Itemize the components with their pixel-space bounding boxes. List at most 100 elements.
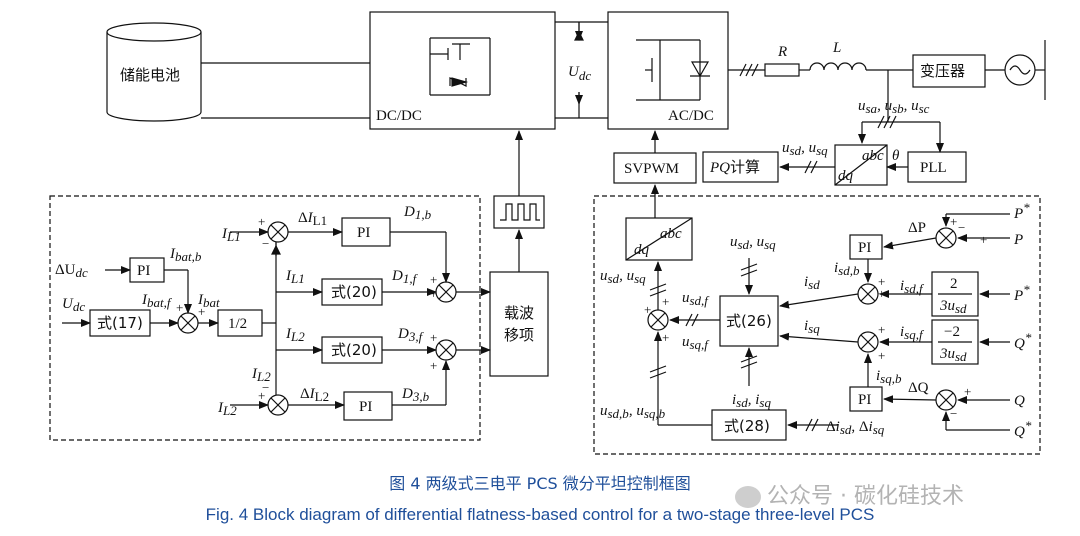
- pi-il2-label: PI: [359, 399, 372, 415]
- isd-isq-label: isd, isq: [732, 392, 771, 410]
- q-label: Q: [1014, 393, 1025, 409]
- ibat-b-label: Ibat,b: [169, 246, 202, 264]
- svg-text:+: +: [878, 348, 885, 363]
- d3b-label: D3,b: [401, 386, 430, 404]
- eq20-label-2: 式(20): [331, 341, 377, 359]
- l-label: L: [832, 40, 841, 56]
- dq-abc-transform-block: [625, 217, 693, 261]
- caption-chinese: 图 4 两级式三电平 PCS 微分平坦控制框图: [389, 474, 691, 493]
- theta-label: θ: [892, 148, 900, 164]
- isq-b-label: isq,b: [876, 368, 902, 386]
- dcdc-control-region: [49, 195, 481, 441]
- wechat-logo-icon: [735, 486, 761, 508]
- p-ref-label-2: P*: [1013, 282, 1030, 304]
- pq-calc-block: [702, 151, 779, 183]
- pi-block-q: [849, 386, 883, 412]
- abc-label: abc: [660, 226, 682, 242]
- half-gain-label: 1/2: [228, 316, 247, 332]
- acdc-label: AC/DC: [668, 108, 714, 124]
- dis-label: Δisd, Δisq: [826, 419, 885, 437]
- eq26-label: 式(26): [726, 312, 772, 330]
- svg-text:+: +: [644, 302, 651, 317]
- r-label: R: [777, 44, 787, 60]
- ibat-f-label: Ibat,f: [141, 292, 173, 310]
- svg-text:+: +: [662, 330, 669, 345]
- svg-text:+: +: [878, 322, 885, 337]
- svg-text:−: −: [262, 236, 269, 251]
- svg-text:+: +: [258, 388, 265, 403]
- svg-text:−: −: [958, 220, 965, 235]
- caption-english: Fig. 4 Block diagram of differential fla…: [205, 505, 875, 524]
- pi-q-label: PI: [858, 392, 871, 408]
- isd-ref-label: isd: [804, 274, 820, 292]
- gain-2-num: 2: [950, 276, 958, 292]
- watermark: 公众号 · 碳化硅技术: [735, 478, 964, 510]
- il2-ref-label: IL2: [285, 326, 305, 344]
- eq26-block: [719, 295, 779, 347]
- dq-error-label: ΔQ: [908, 380, 929, 396]
- il1-ref-label: IL1: [285, 268, 305, 286]
- p-label: P: [1013, 232, 1023, 248]
- q-ref-label: Q*: [1014, 330, 1032, 352]
- svg-text:+: +: [980, 232, 987, 247]
- isq-f-label: isq,f: [900, 324, 925, 342]
- eq17-label: 式(17): [97, 314, 143, 332]
- d3f-label: D3,f: [397, 326, 425, 344]
- svg-text:+: +: [430, 272, 437, 287]
- grid-voltage-label: usa, usb, usc: [858, 98, 930, 116]
- transformer-block: [912, 54, 986, 88]
- resistor-r: [764, 63, 800, 77]
- transformer-label: 变压器: [920, 62, 965, 80]
- q-ref-label-2: Q*: [1014, 418, 1032, 440]
- usd-usq-ref-label: usd, usq: [600, 268, 646, 286]
- abc-label-top: abc: [862, 148, 884, 164]
- junction-signs: ++ +− ++ ++ +− +++ ++ ++ −+ + +−: [176, 214, 987, 421]
- svpwm-label: SVPWM: [624, 161, 679, 177]
- dcdc-switch-icon: [429, 37, 491, 96]
- inductor-l: [809, 62, 867, 71]
- il2-label: IL2: [217, 400, 237, 418]
- usd-f-label: usd,f: [682, 290, 710, 308]
- il2-ref-label-2: IL2: [251, 366, 271, 384]
- eq20-label-1: 式(20): [331, 283, 377, 301]
- pcs-control-block-diagram: 储能电池 DC/DC AC/DC Udc R L 变压器 usa, usb, u…: [49, 11, 1046, 455]
- eq28-block: [711, 409, 787, 441]
- svg-text:+: +: [430, 358, 437, 373]
- eq28-label: 式(28): [724, 417, 770, 435]
- pi-block-p: [849, 234, 883, 260]
- usq-f-label: usq,f: [682, 334, 710, 352]
- acdc-igbt-icon: [636, 39, 710, 101]
- isq-ref-label: isq: [804, 318, 820, 336]
- svg-text:+: +: [430, 286, 437, 301]
- dudc-label: ΔUdc: [55, 262, 88, 280]
- dil2-label: ΔIL2: [300, 386, 329, 404]
- p-ref-label: P*: [1013, 200, 1030, 222]
- isd-f-label: isd,f: [900, 278, 925, 296]
- carrier-label: 载波: [504, 304, 534, 322]
- dil1-label: ΔIL1: [298, 210, 327, 228]
- dq-label-bottom: dq: [838, 168, 854, 184]
- usd-b-label: usd,b, usq,b: [600, 403, 666, 421]
- dcdc-converter-block: [369, 11, 556, 130]
- svg-text:−: −: [950, 406, 957, 421]
- gain-2-den: 3usd: [939, 298, 967, 316]
- pi-block-il2: [343, 391, 393, 421]
- gain-m2-den: 3usd: [939, 346, 967, 364]
- ibat-ref-label: Ibat: [197, 292, 220, 310]
- pq-calc-label: PQ计算: [709, 158, 760, 176]
- svg-text:+: +: [950, 214, 957, 229]
- carrier-shift-block: [489, 271, 549, 377]
- udc-label: Udc: [568, 64, 591, 83]
- gain-minus2-3usd-block: [931, 319, 979, 365]
- svg-text:+: +: [430, 330, 437, 345]
- isd-b-label: isd,b: [834, 260, 860, 278]
- svg-text:+: +: [964, 384, 971, 399]
- usd-usq-label-top: usd, usq: [782, 140, 828, 158]
- svg-text:+: +: [176, 300, 183, 315]
- gain-2-3usd-block: [931, 271, 979, 317]
- svg-text:+: +: [878, 286, 885, 301]
- svg-text:+: +: [662, 294, 669, 309]
- dq-label: dq: [634, 242, 650, 258]
- shift-label: 移项: [504, 326, 534, 344]
- il1-label: IL1: [221, 226, 241, 244]
